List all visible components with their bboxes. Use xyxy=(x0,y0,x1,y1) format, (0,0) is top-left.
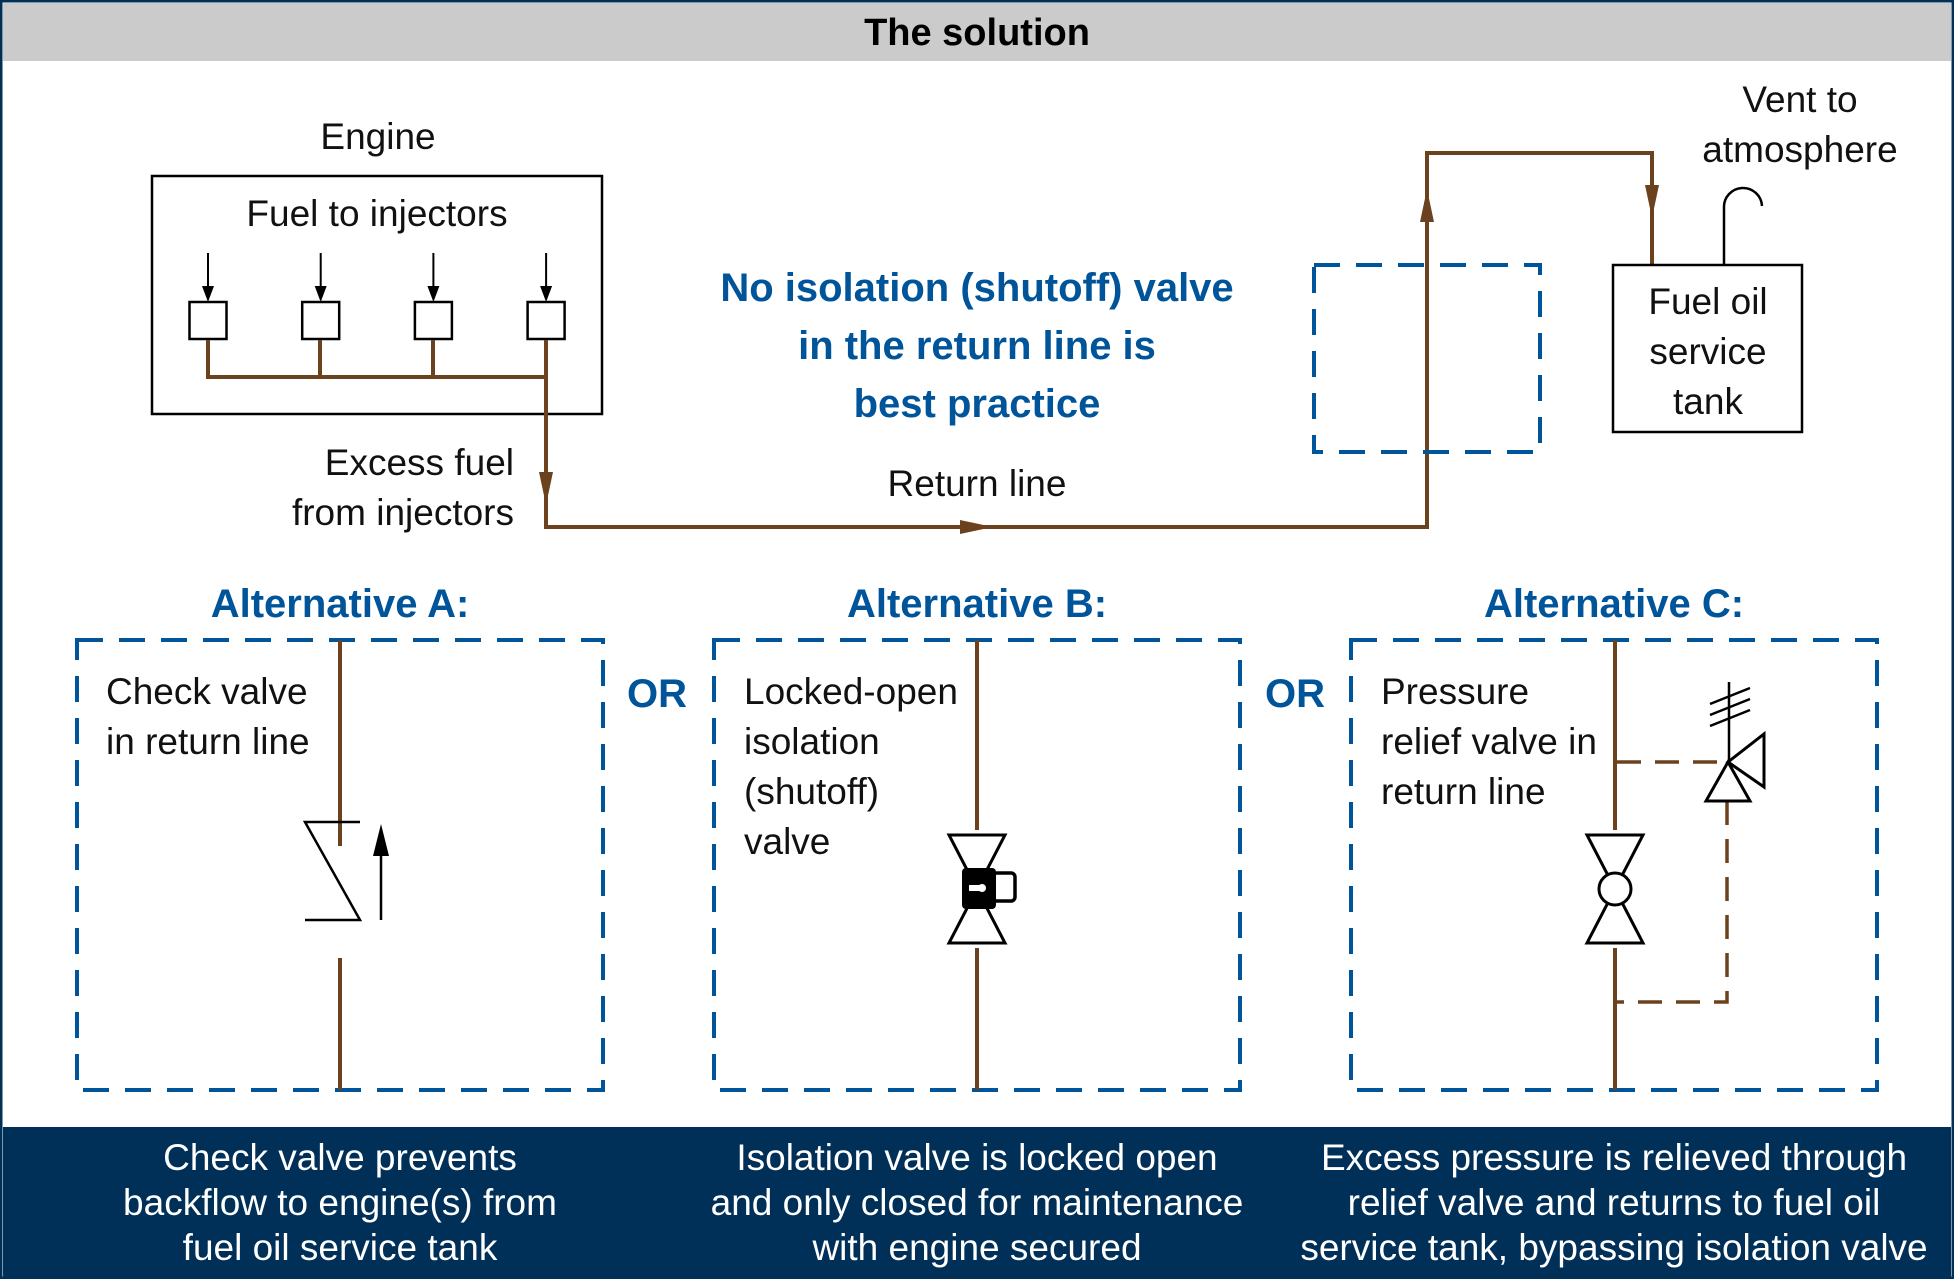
alternative-b-label-4: valve xyxy=(744,821,830,862)
footer-c-line-2: relief valve and returns to fuel oil xyxy=(1348,1182,1881,1223)
engine-label: Engine xyxy=(320,116,435,157)
alternative-a-label-1: Check valve xyxy=(106,671,308,712)
footer-a-line-1: Check valve prevents xyxy=(163,1137,517,1178)
footer-a-line-2: backflow to engine(s) from xyxy=(123,1182,557,1223)
vent-pipe-icon xyxy=(1722,186,1764,265)
pressure-relief-valve-icon xyxy=(1703,682,1766,803)
arrow-down-excess xyxy=(539,472,553,505)
check-valve-icon xyxy=(302,820,389,922)
excess-fuel-label-1: Excess fuel xyxy=(325,442,514,483)
excess-fuel-label-2: from injectors xyxy=(292,492,514,533)
header-bar xyxy=(3,3,1951,61)
return-line-label: Return line xyxy=(888,463,1067,504)
injector xyxy=(413,253,454,341)
best-practice-line-2: in the return line is xyxy=(798,324,1156,368)
footer-b-line-1: Isolation valve is locked open xyxy=(736,1137,1217,1178)
no-valve-placeholder-box xyxy=(1312,263,1542,454)
arrow-up-riser xyxy=(1420,189,1434,222)
injector xyxy=(526,253,566,341)
alternative-a-label-2: in return line xyxy=(106,721,310,762)
footer-c-line-1: Excess pressure is relieved through xyxy=(1321,1137,1907,1178)
injector-box xyxy=(413,300,454,341)
fuel-oil-service-tank xyxy=(1611,263,1804,434)
engine-box xyxy=(150,174,604,416)
alternative-b-label-3: (shutoff) xyxy=(744,771,879,812)
header-title: The solution xyxy=(864,12,1090,54)
arrow-right-return xyxy=(960,520,993,534)
footer-c-line-3: service tank, bypassing isolation valve xyxy=(1300,1227,1927,1268)
gate-valve-icon xyxy=(1584,833,1646,945)
alternative-c-label-2: relief valve in xyxy=(1381,721,1597,762)
alternative-b-title: Alternative B: xyxy=(847,582,1107,626)
footer-b-line-3: with engine secured xyxy=(811,1227,1141,1268)
or-separator-1: OR xyxy=(627,672,687,716)
locked-gate-valve-icon xyxy=(946,833,1017,945)
injector-box xyxy=(526,300,566,341)
footer-a-line-3: fuel oil service tank xyxy=(183,1227,498,1268)
footer-b-line-2: and only closed for maintenance xyxy=(711,1182,1244,1223)
fuel-to-injectors-label: Fuel to injectors xyxy=(246,193,507,234)
injector-drains xyxy=(318,340,435,377)
alternative-b-label-1: Locked-open xyxy=(744,671,958,712)
tank-label-2: service xyxy=(1649,331,1766,372)
alternative-a-title: Alternative A: xyxy=(211,582,470,626)
alternative-c-title: Alternative C: xyxy=(1484,582,1744,626)
alternative-c: Alternative C: Pressure relief valve in … xyxy=(1349,582,1879,1092)
alternative-b: Alternative B: Locked-open isolation (sh… xyxy=(712,582,1242,1092)
tank-label-1: Fuel oil xyxy=(1648,281,1767,322)
injector-box xyxy=(188,300,228,341)
vent-label-2: atmosphere xyxy=(1702,129,1897,170)
alternative-c-label-1: Pressure xyxy=(1381,671,1529,712)
alternative-b-label-2: isolation xyxy=(744,721,880,762)
injector-box xyxy=(300,300,341,341)
spring-icon xyxy=(1709,686,1751,728)
injector xyxy=(300,253,341,341)
alternative-c-label-3: return line xyxy=(1381,771,1546,812)
arrow-down-tank xyxy=(1645,185,1659,218)
best-practice-line-3: best practice xyxy=(854,382,1101,426)
tank-label-3: tank xyxy=(1673,381,1743,422)
injectors xyxy=(188,253,566,341)
injector xyxy=(188,253,228,341)
best-practice-line-1: No isolation (shutoff) valve xyxy=(720,266,1233,310)
footer-bar xyxy=(3,1127,1951,1277)
or-separator-2: OR xyxy=(1265,672,1325,716)
alternative-a: Alternative A: Check valve in return lin… xyxy=(75,582,605,1092)
vent-label-1: Vent to xyxy=(1742,79,1857,120)
footer-descriptions: Check valve prevents backflow to engine(… xyxy=(123,1137,1928,1268)
relief-bypass-line xyxy=(1617,760,1729,1004)
